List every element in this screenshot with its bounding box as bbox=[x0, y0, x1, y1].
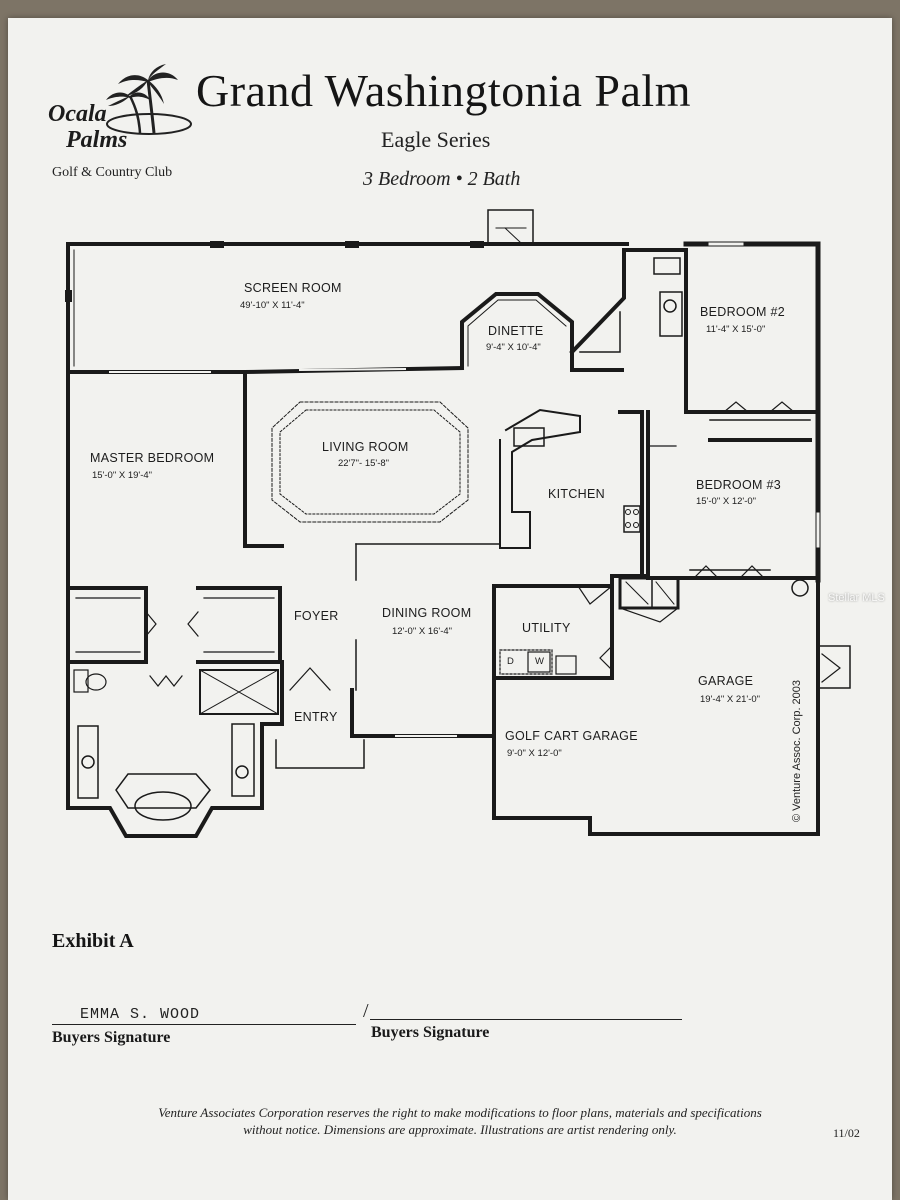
bed-bath-count: 3 Bedroom • 2 Bath bbox=[363, 168, 521, 190]
plan-title: Grand Washingtonia Palm bbox=[196, 65, 691, 116]
disclaimer: Venture Associates Corporation reserves … bbox=[70, 1104, 850, 1138]
foyer-label: FOYER bbox=[294, 609, 339, 623]
golf-cart-garage-dims: 9'-0" X 12'-0" bbox=[507, 748, 562, 759]
bedroom3-label: BEDROOM #3 bbox=[696, 478, 781, 492]
revision-date: 11/02 bbox=[833, 1126, 860, 1140]
disclaimer-line-2: without notice. Dimensions are approxima… bbox=[243, 1122, 677, 1137]
buyer-signature-name: EMMA S. WOOD bbox=[80, 1006, 201, 1023]
document-sheet bbox=[8, 18, 892, 1200]
dinette-label: DINETTE bbox=[488, 324, 544, 338]
dining-room-dims: 12'-0" X 16'-4" bbox=[392, 626, 452, 637]
bedroom2-label: BEDROOM #2 bbox=[700, 305, 785, 319]
logo-subtitle: Golf & Country Club bbox=[52, 165, 173, 180]
garage-dims: 19'-4" X 21'-0" bbox=[700, 694, 760, 705]
golf-cart-garage-label: GOLF CART GARAGE bbox=[505, 729, 638, 743]
living-room-label: LIVING ROOM bbox=[322, 440, 409, 454]
washer-label: W bbox=[535, 656, 544, 667]
signature-line-2 bbox=[370, 1019, 682, 1020]
signature-slash: / bbox=[363, 1000, 369, 1022]
bedroom3-dims: 15'-0" X 12'-0" bbox=[696, 496, 756, 507]
exhibit-label: Exhibit A bbox=[52, 930, 134, 952]
kitchen-label: KITCHEN bbox=[548, 487, 605, 501]
disclaimer-line-1: Venture Associates Corporation reserves … bbox=[158, 1105, 762, 1120]
dinette-dims: 9'-4" X 10'-4" bbox=[486, 342, 541, 353]
logo-word-palms: Palms bbox=[66, 127, 128, 153]
buyer-signature-label-1: Buyers Signature bbox=[52, 1029, 171, 1046]
garage-label: GARAGE bbox=[698, 674, 753, 688]
signature-line-1 bbox=[52, 1024, 356, 1025]
buyer-signature-label-2: Buyers Signature bbox=[371, 1024, 490, 1041]
bedroom2-dims: 11'-4" X 15'-0" bbox=[706, 324, 765, 335]
stellar-mls-watermark: Stellar MLS bbox=[828, 592, 885, 604]
palm-tree-icon bbox=[106, 64, 192, 135]
master-bedroom-dims: 15'-0" X 19'-4" bbox=[92, 470, 152, 481]
ocala-palms-logo: Ocala Palms bbox=[44, 58, 194, 168]
entry-label: ENTRY bbox=[294, 710, 338, 724]
utility-label: UTILITY bbox=[522, 621, 571, 635]
living-room-dims: 22'7"- 15'-8" bbox=[338, 458, 389, 469]
master-bedroom-label: MASTER BEDROOM bbox=[90, 451, 214, 465]
screen-room-dims: 49'-10" X 11'-4" bbox=[240, 300, 305, 311]
screen-room-label: SCREEN ROOM bbox=[244, 281, 342, 295]
plan-series: Eagle Series bbox=[381, 127, 491, 152]
logo-word-ocala: Ocala bbox=[48, 101, 107, 127]
dining-room-label: DINING ROOM bbox=[382, 606, 471, 620]
plan-copyright: © Venture Assoc. Corp. 2003 bbox=[791, 680, 803, 822]
dryer-label: D bbox=[507, 656, 514, 667]
